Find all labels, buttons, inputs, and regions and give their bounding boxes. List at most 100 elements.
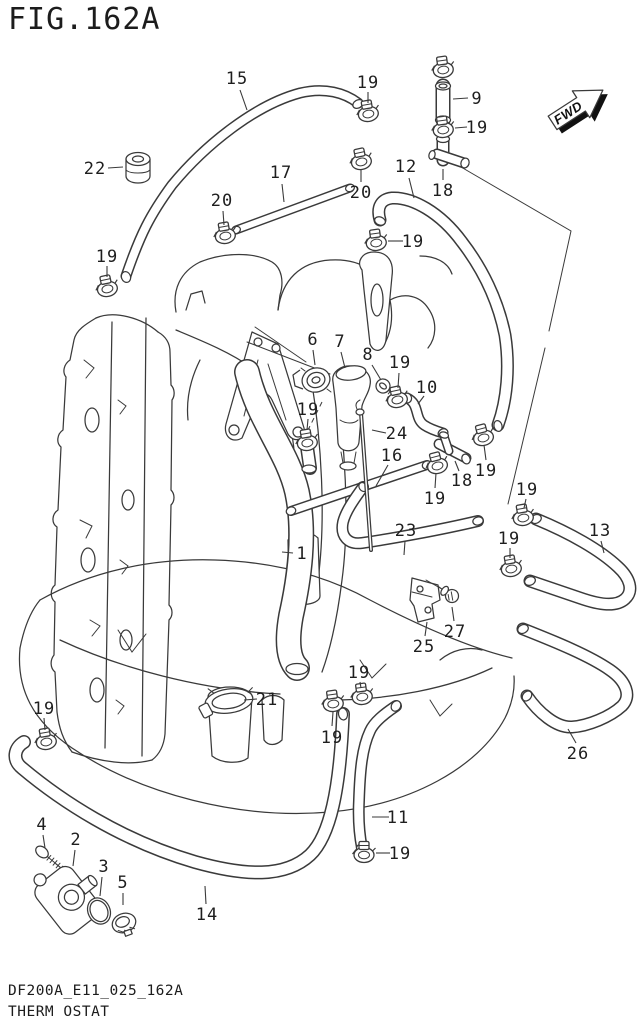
callout-label-19: 19: [96, 247, 118, 267]
callout-leader-16: [375, 464, 389, 487]
cap-5: [111, 912, 137, 937]
doc-code: DF200A_E11_025_162A: [8, 983, 184, 999]
callout-label-19: 19: [321, 728, 343, 748]
callout-leader-21: [243, 698, 258, 701]
callout-label-19: 19: [516, 480, 538, 500]
callout-leader-19: [523, 498, 527, 509]
callout-label-9: 9: [471, 89, 482, 109]
o-ring-3: [86, 897, 112, 925]
hose-clamp-icon: [32, 726, 60, 753]
hose-clamp-icon: [348, 681, 376, 707]
callout-leader-13: [600, 540, 605, 554]
callout-leader-6: [312, 349, 316, 366]
clamp-21: [198, 687, 254, 719]
hose-23-core: [337, 482, 483, 548]
callout-label-21: 21: [256, 690, 278, 710]
callout-leader-19: [397, 372, 400, 389]
callout-label-20: 20: [211, 191, 233, 211]
callout-leader-27: [451, 606, 455, 622]
callout-leader-2: [72, 849, 76, 867]
doc-footer: DF200A_E11_025_162A THERM OSTAT: [8, 981, 183, 1023]
bolt-27: [437, 585, 460, 604]
hose-clamp-icon: [211, 220, 239, 247]
callout-leader-1: [281, 551, 294, 554]
callout-leader-24: [371, 429, 387, 434]
hose-10-core: [403, 394, 447, 437]
hose-14: [8, 707, 350, 880]
part-housing-7: [332, 365, 371, 471]
callout-label-27: 27: [444, 622, 466, 642]
callout-label-20: 20: [350, 183, 372, 203]
callout-leader-9: [452, 97, 469, 100]
callout-leader-19: [434, 472, 437, 489]
callout-leader-23: [403, 540, 406, 556]
callout-label-12: 12: [395, 157, 417, 177]
callout-label-10: 10: [416, 378, 438, 398]
callout-leader-10: [417, 395, 425, 405]
hose-clamp-icon: [429, 114, 457, 140]
callout-label-19: 19: [498, 529, 520, 549]
callout-label-3: 3: [98, 857, 109, 877]
callout-label-13: 13: [589, 521, 611, 541]
callout-leader-25: [424, 621, 428, 637]
callout-label-26: 26: [567, 744, 589, 764]
callout-leader-7: [340, 351, 346, 369]
callout-label-19: 19: [389, 353, 411, 373]
callout-label-5: 5: [117, 873, 128, 893]
callout-leader-4: [42, 834, 46, 849]
callout-label-14: 14: [196, 905, 218, 925]
callout-leader-19: [43, 717, 46, 731]
callout-label-19: 19: [297, 400, 319, 420]
hose-17-core: [233, 185, 353, 233]
callout-label-6: 6: [307, 330, 318, 350]
callout-label-25: 25: [413, 637, 435, 657]
fwd-arrow: FWD: [547, 89, 608, 134]
tube-core: [433, 150, 468, 167]
callout-label-1: 1: [296, 544, 307, 564]
hose-clamp-icon: [92, 272, 121, 300]
callout-leader-8: [371, 364, 382, 381]
callout-label-19: 19: [466, 118, 488, 138]
callout-leader-14: [204, 885, 207, 905]
callout-leader-19: [359, 681, 362, 689]
t-fitting-lower: [433, 431, 472, 465]
hose-clamp-icon: [362, 227, 390, 253]
figure-title: FIG.162A: [8, 2, 161, 37]
callout-leader-17: [281, 183, 285, 203]
callout-label-19: 19: [357, 73, 379, 93]
callout-label-18: 18: [451, 471, 473, 491]
callout-label-19: 19: [475, 461, 497, 481]
part-thermostat-6: [292, 367, 332, 393]
callout-label-18: 18: [432, 181, 454, 201]
tube-24: [355, 399, 373, 552]
callout-leader-22: [107, 166, 124, 169]
callout-leader-15: [239, 89, 248, 111]
callout-label-17: 17: [270, 163, 292, 183]
callout-label-4: 4: [36, 815, 47, 835]
hose-15-core: [122, 86, 362, 280]
callout-label-7: 7: [334, 332, 345, 352]
engine-block: [50, 251, 453, 764]
hose-clamp-icon: [429, 54, 457, 80]
hose-11-core: [354, 701, 401, 853]
hose-13-core: [525, 514, 635, 610]
callout-label-22: 22: [84, 159, 106, 179]
callout-leader-3: [99, 876, 103, 897]
callout-label-24: 24: [386, 424, 408, 444]
hose-12-core: [373, 192, 513, 430]
hose-1-core: [235, 360, 313, 680]
hoses: [8, 78, 637, 880]
callout-label-11: 11: [387, 808, 409, 828]
callout-label-16: 16: [381, 446, 403, 466]
hose-26-core: [518, 624, 632, 732]
callout-leader-19: [454, 126, 468, 129]
hose-clamp-icon: [346, 145, 375, 173]
callout-leader-19: [483, 444, 487, 461]
callout-label-19: 19: [348, 663, 370, 683]
callout-leader-19: [306, 418, 309, 431]
hose-14-core: [10, 708, 349, 878]
bolt-8: [375, 378, 402, 402]
doc-title: THERM OSTAT: [8, 1004, 110, 1020]
